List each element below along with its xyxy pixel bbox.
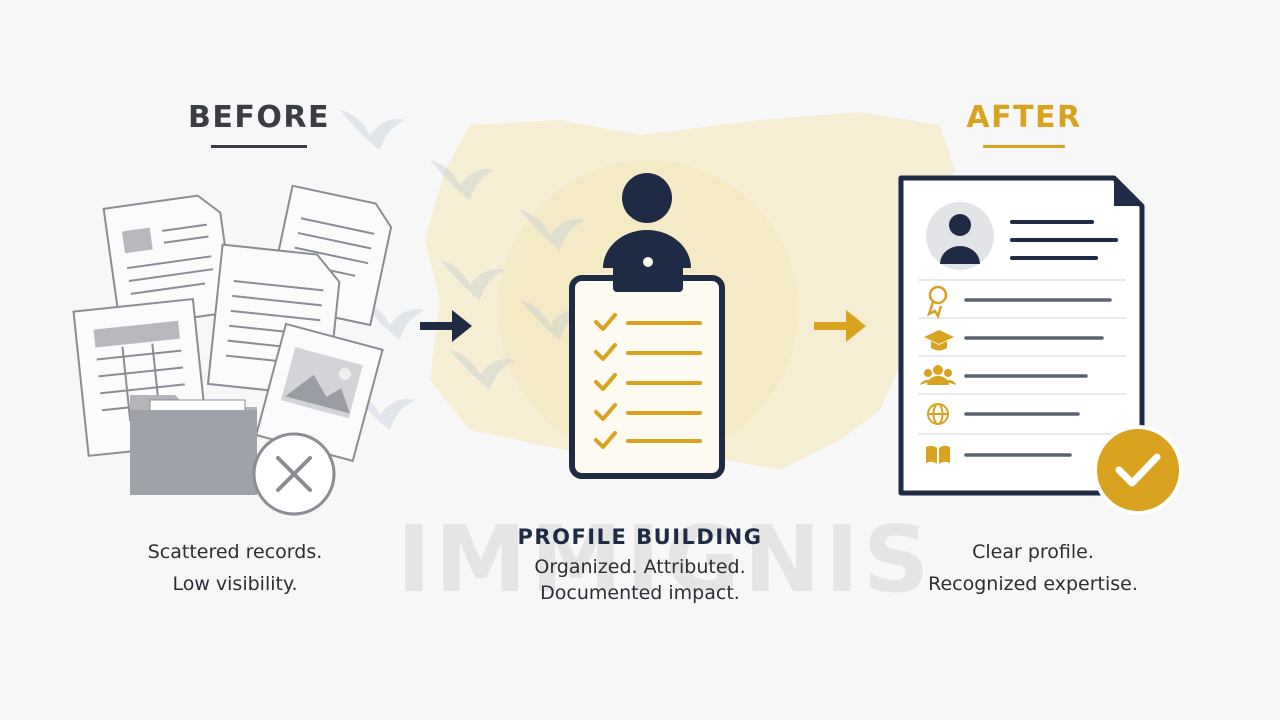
after-caption: Clear profile. Recognized expertise. (893, 536, 1173, 600)
folder-icon (130, 395, 257, 495)
center-caption: PROFILE BUILDING Organized. Attributed. … (430, 520, 850, 606)
before-heading: BEFORE (159, 100, 359, 148)
book-icon (926, 445, 950, 464)
after-heading: AFTER (924, 100, 1124, 148)
center-title: PROFILE BUILDING (517, 525, 763, 549)
close-icon (252, 432, 336, 516)
globe-icon (927, 403, 949, 425)
center-caption-line-1: Organized. Attributed. (534, 556, 746, 578)
after-caption-line-1: Clear profile. (972, 541, 1094, 563)
after-caption-line-2: Recognized expertise. (928, 573, 1138, 595)
arrow-right-icon (420, 310, 472, 342)
before-heading-underline (211, 145, 307, 148)
before-caption: Scattered records. Low visibility. (95, 536, 375, 600)
before-caption-line-1: Scattered records. (147, 541, 323, 563)
graduation-cap-icon (924, 330, 954, 351)
award-ribbon-icon (926, 285, 948, 320)
clipboard-checklist-icon (569, 250, 725, 479)
before-caption-line-2: Low visibility. (172, 573, 298, 595)
before-heading-text: BEFORE (188, 100, 330, 135)
brand-watermark: IMMIGNIS (396, 506, 934, 613)
person-icon (603, 173, 691, 268)
check-badge-icon (1093, 425, 1183, 515)
center-caption-line-2: Documented impact. (540, 582, 740, 604)
arrow-right-icon (814, 310, 866, 342)
after-heading-underline (983, 145, 1065, 148)
after-heading-text: AFTER (966, 100, 1082, 135)
people-group-icon (920, 365, 956, 385)
profile-document-icon (898, 175, 1145, 496)
